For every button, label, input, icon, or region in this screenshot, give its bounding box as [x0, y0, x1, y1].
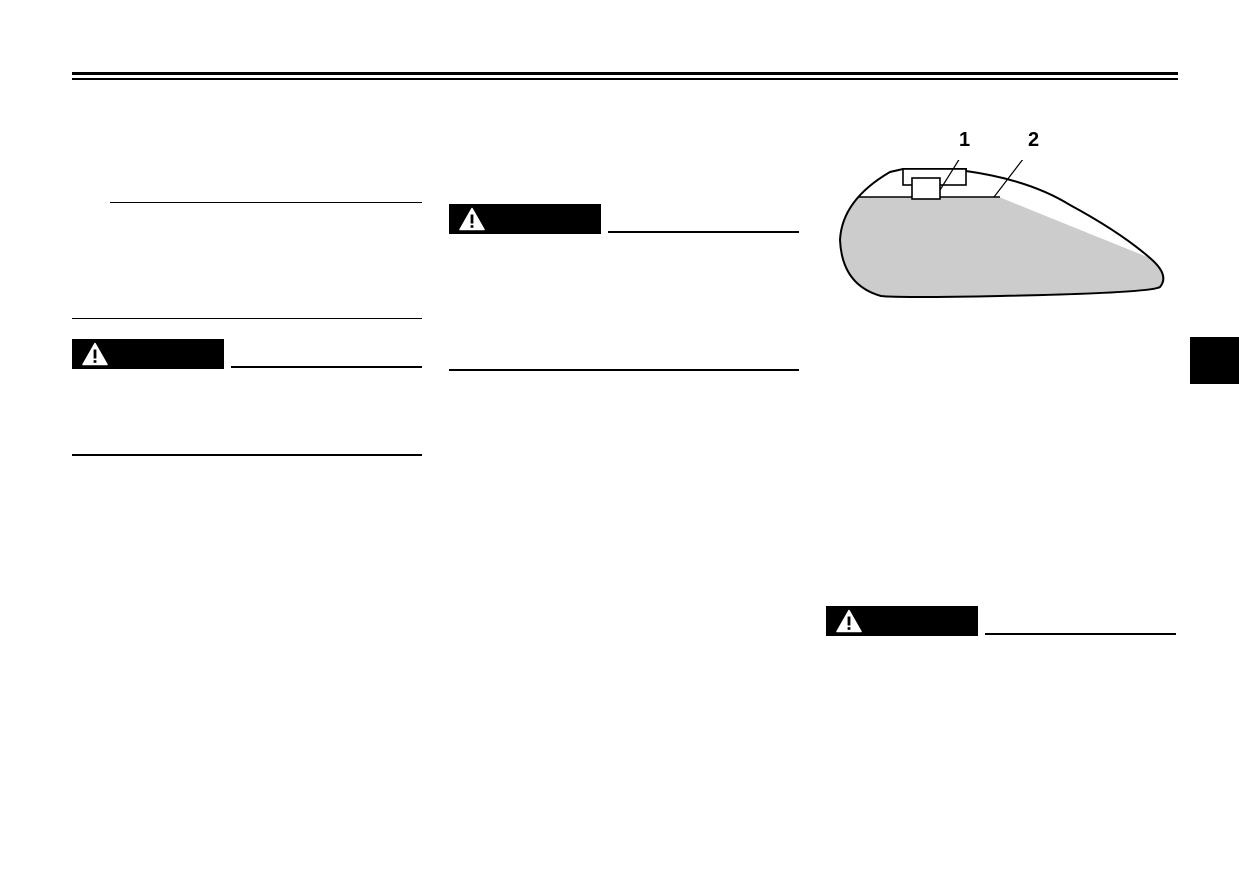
note-divider-top: [110, 202, 422, 203]
fuel-tank-diagram: [838, 160, 1165, 298]
warning-banner-3-rule: [985, 633, 1176, 635]
callout-2: 2: [1028, 129, 1040, 151]
header-rule-top: [72, 72, 1178, 75]
warning-banner-1: [72, 339, 224, 369]
warning-triangle-icon: [82, 342, 108, 366]
header-rule-bottom: [72, 78, 1178, 80]
warning-triangle-icon: [836, 609, 862, 633]
warning-banner-2-rule: [608, 231, 799, 233]
warning-2-end-rule: [449, 369, 799, 371]
note-divider-bottom: [72, 318, 422, 319]
warning-banner-2: [449, 204, 601, 234]
section-tab: [1190, 337, 1239, 384]
callout-1: 1: [959, 129, 971, 151]
warning-banner-1-rule: [231, 366, 422, 368]
warning-1-end-rule: [72, 454, 422, 456]
warning-triangle-icon: [459, 207, 485, 231]
warning-banner-3: [826, 606, 978, 636]
